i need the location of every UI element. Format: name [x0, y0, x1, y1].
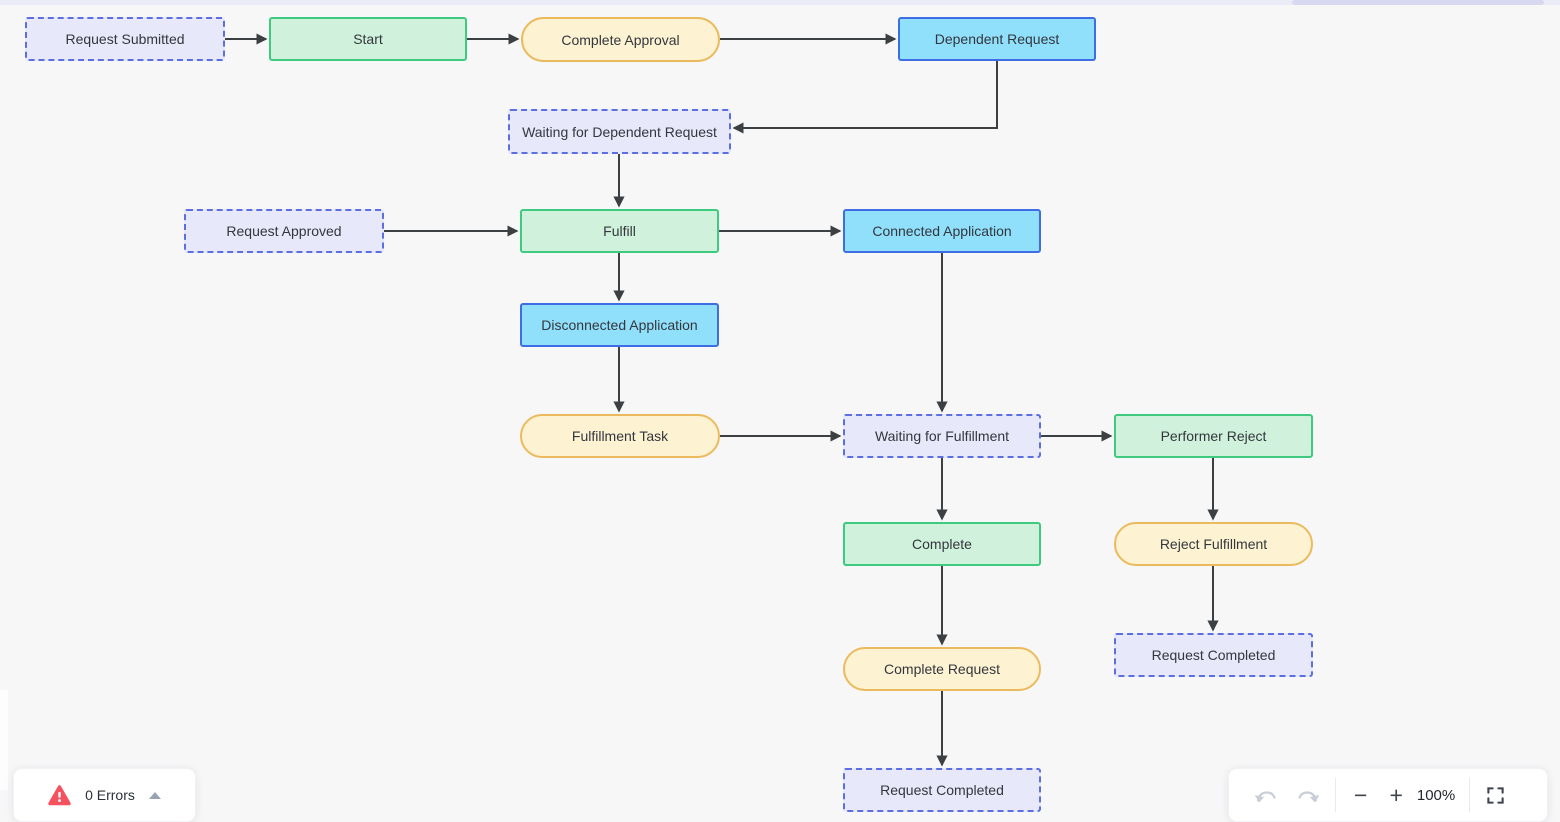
node-label: Disconnected Application	[541, 317, 698, 333]
fullscreen-corners-icon	[1487, 786, 1504, 804]
node-label: Fulfill	[603, 223, 636, 239]
node-fulfill[interactable]: Fulfill	[520, 209, 719, 253]
node-reject-fulfillment[interactable]: Reject Fulfillment	[1114, 522, 1313, 566]
node-complete-approval[interactable]: Complete Approval	[521, 17, 720, 62]
node-label: Performer Reject	[1160, 428, 1267, 444]
toolbar-divider	[1335, 778, 1336, 812]
undo-button[interactable]	[1253, 787, 1279, 804]
node-request-completed-right[interactable]: Request Completed	[1114, 633, 1313, 677]
zoom-out-button[interactable]: −	[1354, 781, 1368, 808]
plus-icon: +	[1389, 781, 1403, 808]
node-label: Request Completed	[1151, 647, 1276, 663]
error-count-label: 0 Errors	[85, 787, 135, 803]
horizontal-scrollbar-thumb[interactable]	[1292, 0, 1544, 5]
node-label: Complete Request	[884, 661, 1000, 677]
node-dependent-request[interactable]: Dependent Request	[898, 17, 1096, 61]
node-disconnected-application[interactable]: Disconnected Application	[520, 303, 719, 347]
node-label: Request Completed	[880, 782, 1004, 798]
redo-arrow-icon	[1298, 790, 1320, 803]
node-waiting-for-fulfillment[interactable]: Waiting for Fulfillment	[843, 414, 1041, 458]
node-waiting-for-dependent-request[interactable]: Waiting for Dependent Request	[508, 109, 731, 154]
node-complete[interactable]: Complete	[843, 522, 1041, 566]
node-label: Complete	[912, 536, 972, 552]
node-label: Waiting for Fulfillment	[874, 428, 1010, 444]
node-label: Fulfillment Task	[571, 428, 669, 444]
left-edge-strip	[0, 690, 8, 790]
node-label: Connected Application	[872, 223, 1012, 239]
node-fulfillment-task[interactable]: Fulfillment Task	[520, 414, 720, 458]
redo-button[interactable]	[1295, 787, 1321, 804]
node-start[interactable]: Start	[269, 17, 467, 61]
toolbar-divider	[1469, 778, 1471, 812]
chevron-up-icon[interactable]	[148, 791, 161, 799]
node-label: Reject Fulfillment	[1159, 536, 1268, 552]
zoom-level-label: 100%	[1416, 786, 1456, 804]
minus-icon: −	[1354, 781, 1368, 808]
zoom-in-button[interactable]: +	[1389, 781, 1403, 808]
node-request-approved[interactable]: Request Approved	[184, 209, 384, 253]
node-performer-reject[interactable]: Performer Reject	[1114, 414, 1313, 458]
node-complete-request[interactable]: Complete Request	[843, 647, 1041, 691]
node-label: Dependent Request	[934, 31, 1060, 47]
node-connected-application[interactable]: Connected Application	[843, 209, 1041, 253]
node-label: Start	[353, 31, 383, 47]
node-label: Request Submitted	[65, 31, 185, 47]
error-panel[interactable]: 0 Errors	[13, 768, 196, 822]
fullscreen-button[interactable]	[1486, 786, 1505, 805]
undo-arrow-icon	[1254, 790, 1276, 803]
node-label: Waiting for Dependent Request	[522, 123, 717, 140]
node-label: Complete Approval	[561, 31, 680, 48]
node-request-submitted[interactable]: Request Submitted	[25, 17, 225, 61]
warning-triangle-icon	[48, 784, 71, 806]
edge-dependent-request-to-waiting-for-dependent[interactable]	[732, 61, 998, 134]
node-request-completed-bottom[interactable]: Request Completed	[843, 768, 1041, 812]
zoom-toolbar[interactable]: − + 100%	[1228, 768, 1548, 822]
horizontal-scrollbar-track	[0, 0, 1560, 5]
node-label: Request Approved	[226, 223, 342, 239]
